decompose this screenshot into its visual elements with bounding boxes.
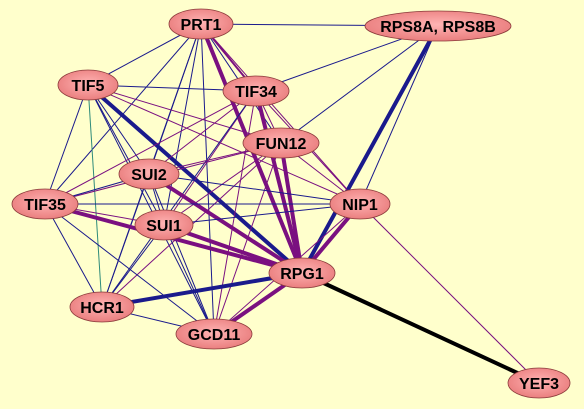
edge-sui2-nip1 [148,173,361,205]
node-tif5[interactable]: TIF5 [57,69,119,101]
node-gcd11[interactable]: GCD11 [175,318,253,350]
node-shape [364,10,512,42]
edge-tif5-nip1 [87,84,361,205]
node-label: YEF3 [519,376,559,393]
edge-tif34-tif35 [44,90,257,205]
node-shape [118,158,180,190]
node-label: SUI2 [131,167,167,184]
edge-tif5-sui2 [87,84,150,175]
node-prt1[interactable]: PRT1 [168,8,234,40]
edge-nip1-yef3 [359,203,540,384]
edge-sui1-gcd11 [163,224,215,335]
node-nip1[interactable]: NIP1 [329,188,391,220]
node-rpg1[interactable]: RPG1 [268,257,336,289]
node-label: HCR1 [80,300,124,317]
node-shape [134,209,194,241]
node-tif34[interactable]: TIF34 [222,75,290,107]
edge-rpg1-yef3 [300,271,541,385]
node-label: PRT1 [181,17,222,34]
edge-sui1-nip1 [163,203,361,226]
edge-tif34-rpg1 [254,89,304,275]
node-shape [11,188,79,220]
edge-tif5-tif35 [44,84,89,205]
edge-tif34-hcr1 [101,90,257,308]
node-shape [507,367,571,399]
node-shape [222,75,290,107]
node-label: RPG1 [280,266,324,283]
edge-tif34-gcd11 [213,90,257,335]
edge-rps8-fun12 [280,25,439,144]
node-label: TIF34 [235,84,277,101]
node-shape [329,188,391,220]
node-shape [175,318,253,350]
edge-tif35-gcd11 [44,203,215,335]
node-label: TIF35 [24,197,66,214]
edge-prt1-nip1 [200,23,361,205]
edge-prt1-sui1 [163,23,202,226]
edge-tif5-hcr1 [87,84,103,308]
edge-layer [43,22,541,385]
edge-tif34-sui2 [148,90,257,175]
edge-fun12-rpg1 [279,141,304,275]
edge-sui2-gcd11 [148,173,215,335]
node-rps8[interactable]: RPS8A, RPS8B [364,10,512,42]
node-sui2[interactable]: SUI2 [118,158,180,190]
edge-rpg1-hcr1 [100,271,304,309]
node-hcr1[interactable]: HCR1 [69,291,135,323]
node-yef3[interactable]: YEF3 [507,367,571,399]
node-label: RPS8A, RPS8B [380,19,496,36]
node-label: NIP1 [342,197,378,214]
node-sui1[interactable]: SUI1 [134,209,194,241]
edge-prt1-gcd11 [200,23,215,335]
node-label: GCD11 [188,327,241,344]
node-shape [57,69,119,101]
edge-tif35-hcr1 [44,203,103,308]
edge-sui2-hcr1 [101,173,150,308]
node-label: FUN12 [256,136,307,153]
node-shape [69,291,135,323]
node-label: SUI1 [146,218,182,235]
node-fun12[interactable]: FUN12 [242,127,320,159]
edge-rps8-nip1 [359,25,439,205]
node-shape [168,8,234,40]
node-shape [242,127,320,159]
edge-rps8-rpg1 [300,24,440,275]
node-label: TIF5 [72,78,105,95]
node-shape [268,257,336,289]
node-tif35[interactable]: TIF35 [11,188,79,220]
edge-tif5-sui1 [87,84,165,226]
edge-sui2-rpg1 [147,172,304,275]
